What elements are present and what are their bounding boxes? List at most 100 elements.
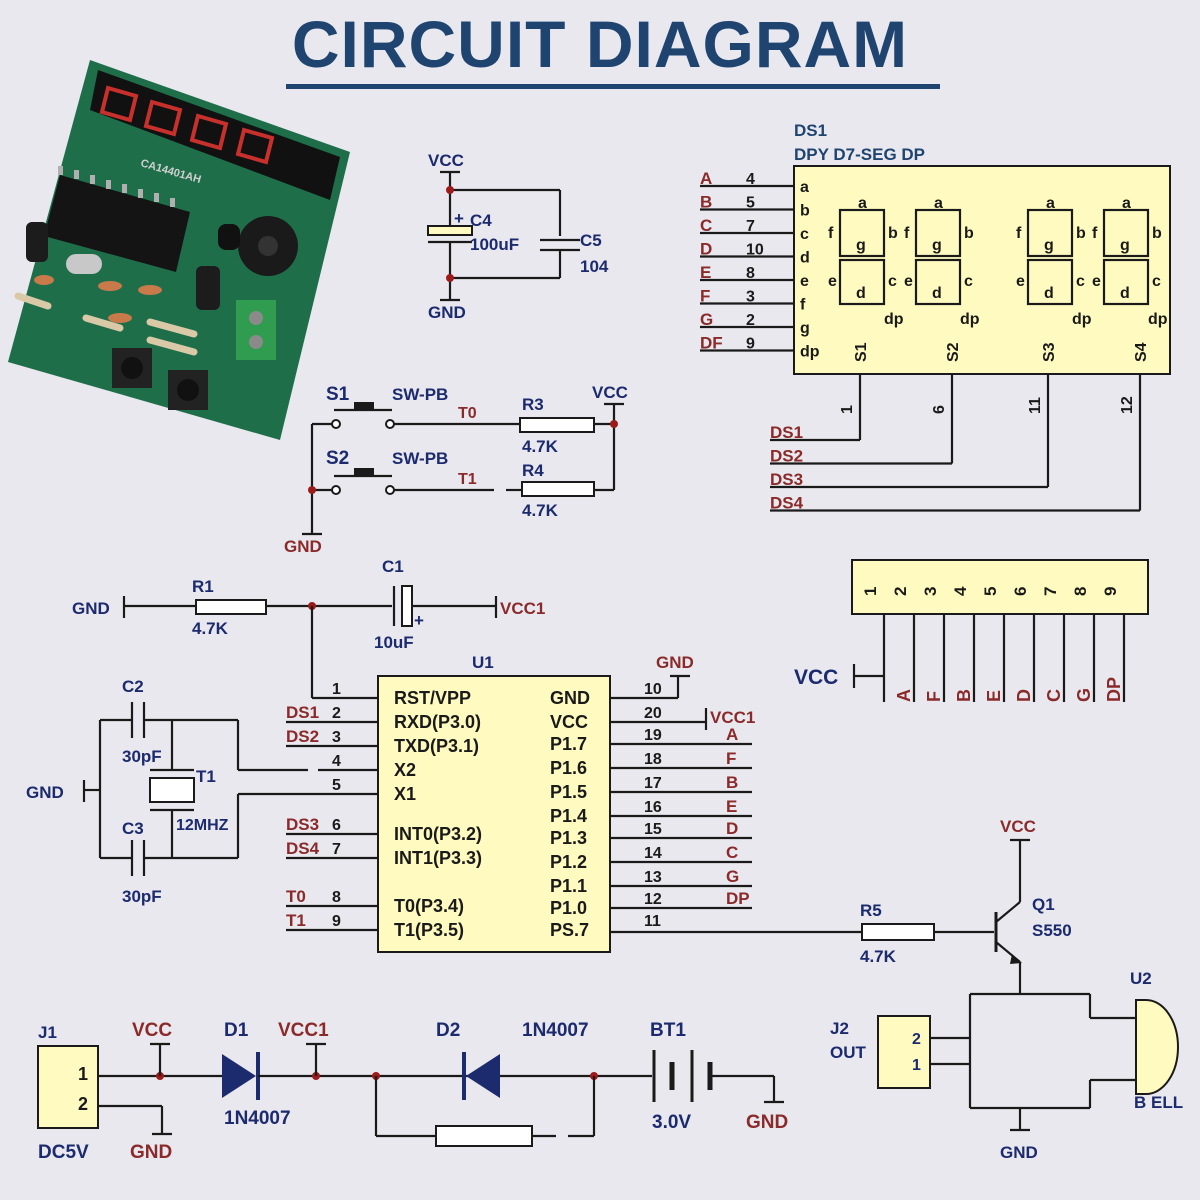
ds1-sel-num-1: 1 <box>839 405 856 414</box>
ds1-input-num-dp: 9 <box>746 336 755 353</box>
u1-net-2: DS1 <box>286 703 319 722</box>
ds1-input-num-d: 10 <box>746 242 764 259</box>
u1-pin-name-10: GND <box>550 688 590 708</box>
seg-g: g <box>1120 237 1130 254</box>
q1-vcc-label: VCC <box>1000 817 1036 836</box>
c4-value: 100uF <box>470 235 519 254</box>
u1-pin-num-17: 17 <box>644 775 662 792</box>
seg-dp: dp <box>884 311 904 328</box>
c4-vcc-label: VCC <box>428 151 464 170</box>
u1-pin-num-6: 6 <box>332 817 341 834</box>
xtal-label: T1 <box>196 767 216 786</box>
seg-a: a <box>1046 195 1055 212</box>
seg-d: d <box>932 285 942 302</box>
u1-pin-name-9: T1(P3.5) <box>394 920 464 940</box>
header-net-B: B <box>954 689 974 702</box>
u1-pin-num-5: 5 <box>332 777 341 794</box>
sw-gnd-label: GND <box>284 537 322 556</box>
ds1-sel-num-4: 12 <box>1119 396 1136 414</box>
ds1-sel-num-2: 6 <box>931 405 948 414</box>
ds1-sel-net-1: DS1 <box>770 423 803 442</box>
ds1-type: DPY D7-SEG DP <box>794 145 925 164</box>
ds1-input-num-e: 8 <box>746 265 755 282</box>
s2-label: S2 <box>326 448 349 469</box>
u1-net-15: D <box>726 819 738 838</box>
header-net-F: F <box>924 691 944 702</box>
u1-pin-name-11: PS.7 <box>550 920 589 940</box>
ds1-input-pin-d: d <box>800 250 810 267</box>
c3-label: C3 <box>122 819 144 838</box>
vcc1-rail-label: VCC1 <box>278 1020 329 1041</box>
u1-net-14: C <box>726 843 738 862</box>
j2-pin-1: 1 <box>912 1057 921 1074</box>
u1-pin-name-13: P1.1 <box>550 876 587 896</box>
u1-pin-name-2: RXD(P3.0) <box>394 712 481 732</box>
u1-pin-name-20: VCC <box>550 712 588 732</box>
bt1-value: 3.0V <box>652 1112 691 1133</box>
header-net-C: C <box>1044 689 1064 702</box>
r5-value: 4.7K <box>860 947 897 966</box>
ds1-sel-net-2: DS2 <box>770 447 803 466</box>
u1-pin-num-1: 1 <box>332 681 341 698</box>
u1-net-7: DS4 <box>286 839 320 858</box>
u1-pin-name-6: INT0(P3.2) <box>394 824 482 844</box>
seg-c: c <box>1152 273 1161 290</box>
header-pin-5: 5 <box>981 587 1000 596</box>
header-pin-9: 9 <box>1101 587 1120 596</box>
r3-label: R3 <box>522 395 544 414</box>
ds1-input-net-g: G <box>700 310 713 329</box>
u1-net-6: DS3 <box>286 815 319 834</box>
u1-pin-name-18: P1.6 <box>550 758 587 778</box>
title-underline <box>286 84 940 89</box>
power-supply: J1 1 2 DC5V GND VCC D1 1N4007 VCC1 D2 <box>37 1020 788 1163</box>
header-pin-6: 6 <box>1011 587 1030 596</box>
r3-value: 4.7K <box>522 437 559 456</box>
j1-label: J1 <box>38 1023 57 1042</box>
ds1-input-num-f: 3 <box>746 289 755 306</box>
u1-net-3: DS2 <box>286 727 319 746</box>
c1-label: C1 <box>382 557 404 576</box>
u1-pin-name-19: P1.7 <box>550 734 587 754</box>
ds1-name: DS1 <box>794 121 827 140</box>
u1-net-13: G <box>726 867 739 886</box>
seg-d: d <box>1044 285 1054 302</box>
q1-label: Q1 <box>1032 895 1055 914</box>
ds1-input-pin-a: a <box>800 179 809 196</box>
c3-value: 30pF <box>122 887 162 906</box>
r3-vcc-label: VCC <box>592 383 628 402</box>
s1-label: S1 <box>326 384 350 405</box>
u1-label: U1 <box>472 653 494 672</box>
bell-gnd-label: GND <box>1000 1143 1038 1162</box>
seg-b: b <box>964 225 974 242</box>
header-net-E: E <box>984 690 1004 702</box>
u1-pin-name-12: P1.0 <box>550 898 587 918</box>
vcc-rail-label: VCC <box>132 1020 172 1041</box>
u1-pin-name-7: INT1(P3.3) <box>394 848 482 868</box>
u1-pin-num-13: 13 <box>644 869 662 886</box>
u1-pin-num-2: 2 <box>332 705 341 722</box>
seg-c: c <box>888 273 897 290</box>
ds1-input-pin-b: b <box>800 203 810 220</box>
reset-network: GND R1 4.7K C1 + 10uF VCC1 <box>72 557 545 700</box>
u1-pin-num-8: 8 <box>332 889 341 906</box>
pcb-photo: CA14401AH <box>8 60 350 440</box>
r1-value: 4.7K <box>192 619 229 638</box>
ds1-input-net-dp: DF <box>700 334 723 353</box>
ds1-input-pin-c: c <box>800 226 809 243</box>
u1-net-17: B <box>726 773 738 792</box>
seg-g: g <box>856 237 866 254</box>
s2-net-t1: T1 <box>458 471 477 488</box>
ds1-input-net-c: C <box>700 216 712 235</box>
u1-net-16: E <box>726 797 737 816</box>
u1-pin-name-17: P1.5 <box>550 782 587 802</box>
u1-pin-name-4: X2 <box>394 760 416 780</box>
header-net-D: D <box>1014 689 1034 702</box>
seg-g: g <box>932 237 942 254</box>
u1-gnd-label: GND <box>656 653 694 672</box>
u1-pin-num-18: 18 <box>644 751 662 768</box>
seg-e: e <box>904 273 913 290</box>
